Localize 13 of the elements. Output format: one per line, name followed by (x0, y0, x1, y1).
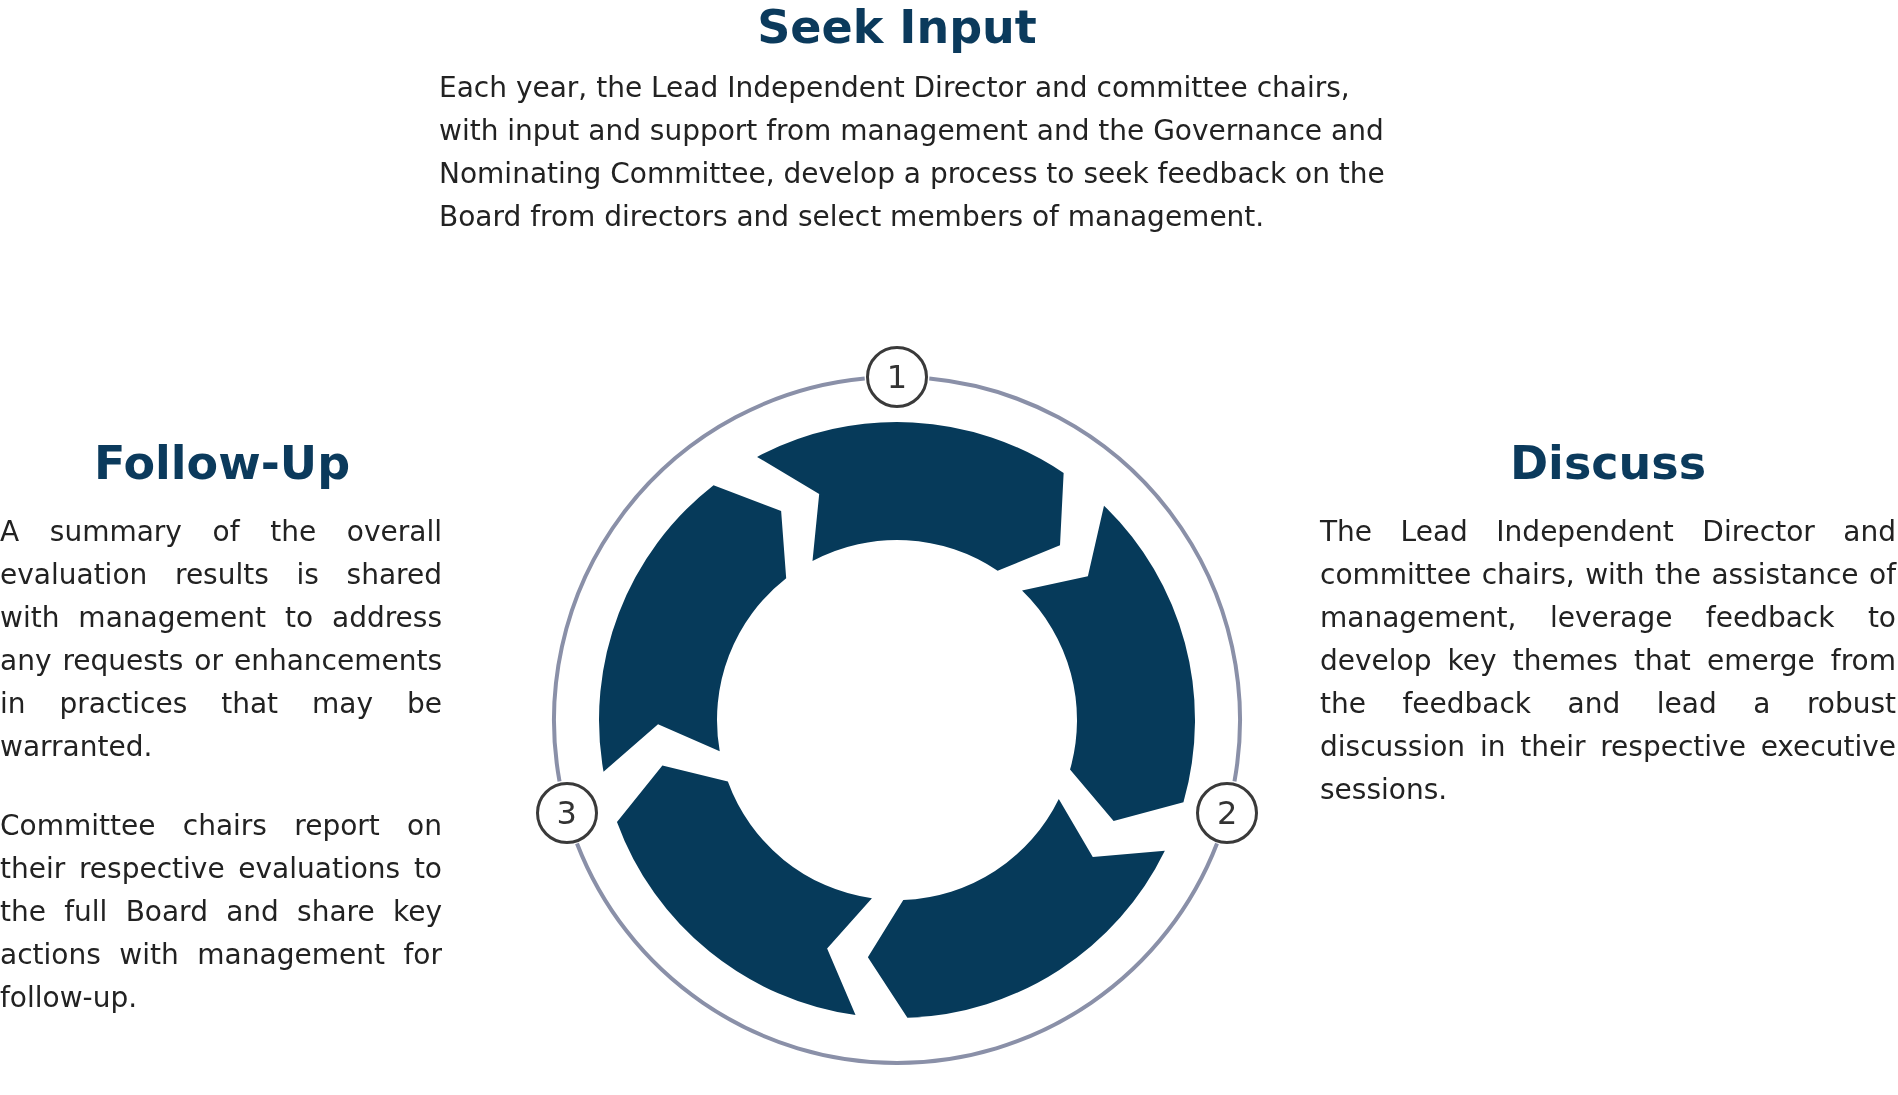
section-heading: Discuss (1508, 436, 1708, 490)
ring-line (575, 842, 1219, 1065)
ring-line (552, 376, 866, 782)
step-number: 2 (1196, 781, 1259, 844)
description-text: Committee chairs report on their respective evaluations to the full Board and share key actions with management for follow-up. (0, 808, 442, 1016)
step-number: 3 (535, 781, 598, 844)
ring-line (928, 376, 1242, 782)
section-heading: Follow-Up (92, 436, 352, 490)
step-number: 1 (866, 346, 928, 408)
description-text: A summary of the overall evaluation results is shared with management to address any requests or enhancements in practices that may be warranted. (0, 514, 442, 765)
description-text: The Lead Independent Director and committee chairs, with the assistance of management, leverage feedback to develop key themes that emerge from the feedback and lead a robust discussion in their respective executive sessions. (1320, 514, 1896, 808)
section-heading: Seek Input (756, 0, 1038, 54)
description-text: Each year, the Lead Independent Director and committee chairs, with input and support from management and the Governance and Nominating Committee, develop a process to seek feedback on the Board from directors and select members of management. (439, 70, 1386, 235)
